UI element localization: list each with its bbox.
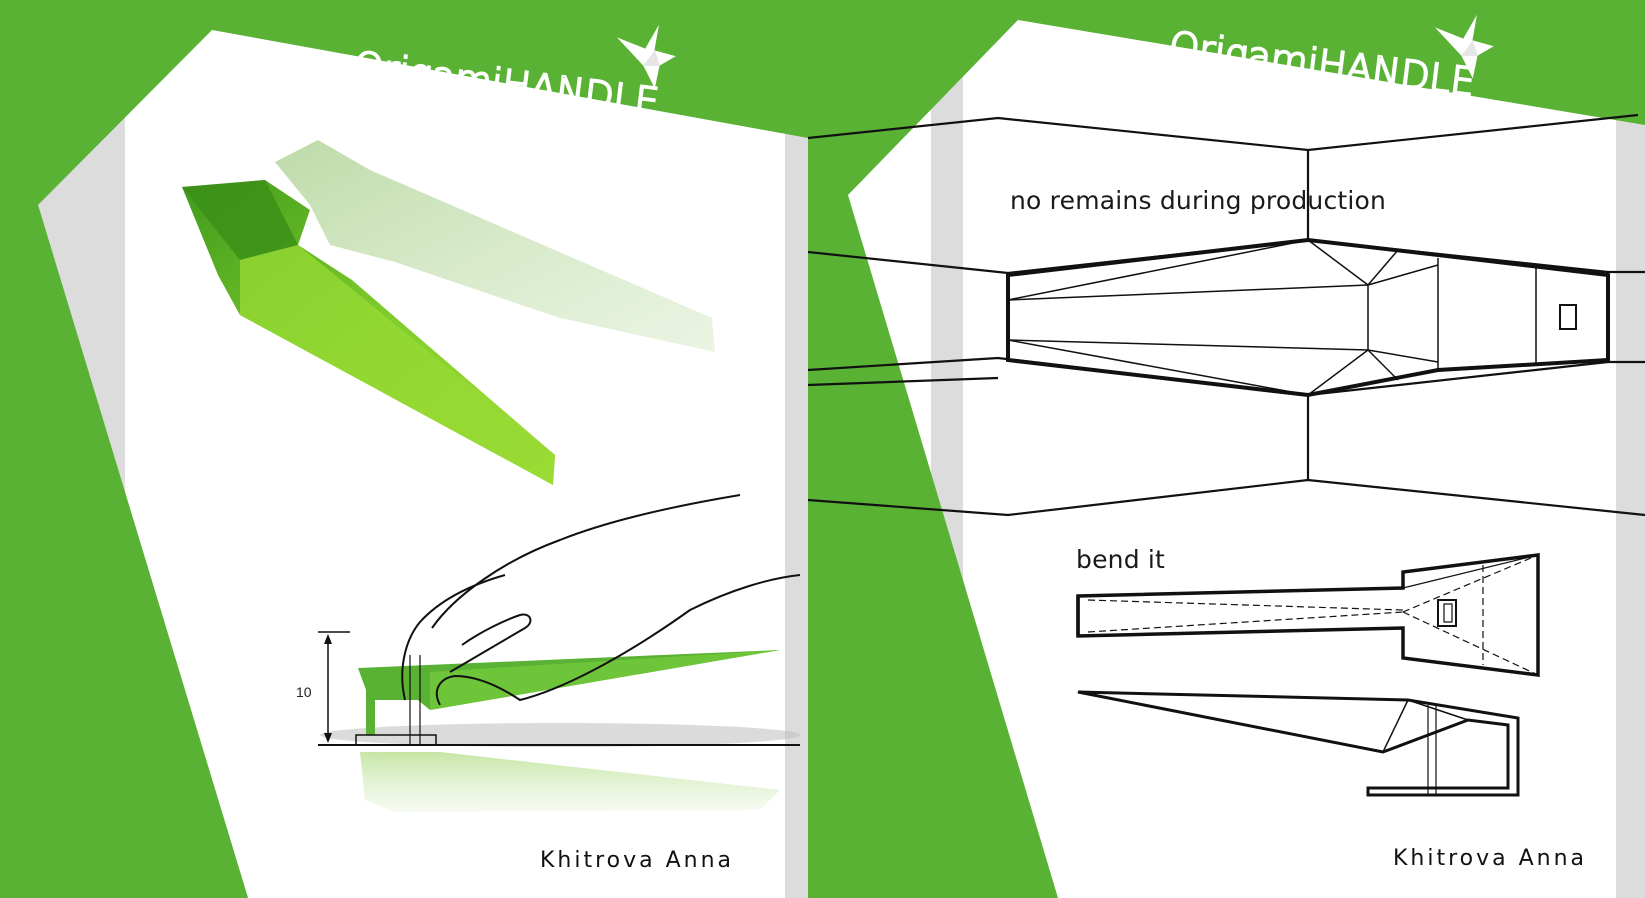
floor-shadow	[320, 723, 800, 747]
hand-outline-back	[431, 494, 741, 629]
green-frame-right	[808, 0, 1645, 898]
author-signature-right: Khitrova Anna	[1393, 846, 1588, 871]
hand-outline-palm	[435, 574, 801, 706]
hand-outline-finger	[401, 574, 506, 701]
dimension-label: 10	[296, 684, 312, 700]
caption-production: no remains during production	[1010, 186, 1387, 215]
mount-plate	[355, 734, 437, 746]
folded-top-view	[1076, 553, 1540, 677]
handle-blank-drawing	[1006, 237, 1610, 398]
handle-facet-dark	[182, 180, 298, 260]
floor-reflection	[360, 752, 780, 812]
author-signature: Khitrova Anna	[540, 848, 735, 873]
origami-crane-icon	[614, 21, 679, 92]
left-artwork: OrigamiHANDLE	[0, 0, 808, 898]
right-artwork: OrigamiHANDLE	[808, 0, 1645, 898]
side-view-handle-top	[430, 650, 780, 710]
caption-bend: bend it	[1076, 545, 1166, 574]
green-frame-lower	[0, 205, 248, 898]
poster-right: OrigamiHANDLE no remains during producti…	[808, 0, 1645, 898]
gray-band-right	[785, 0, 808, 898]
ghost-handle	[275, 140, 715, 352]
origami-crane-icon	[1432, 11, 1497, 82]
hand-outline-thumb	[449, 613, 532, 673]
gray-band-right-r	[1616, 0, 1645, 898]
folded-side-view	[1077, 690, 1520, 797]
handle-facet-light	[240, 245, 555, 485]
poster-left: OrigamiHANDLE 10 Khitrova Anna	[0, 0, 808, 898]
